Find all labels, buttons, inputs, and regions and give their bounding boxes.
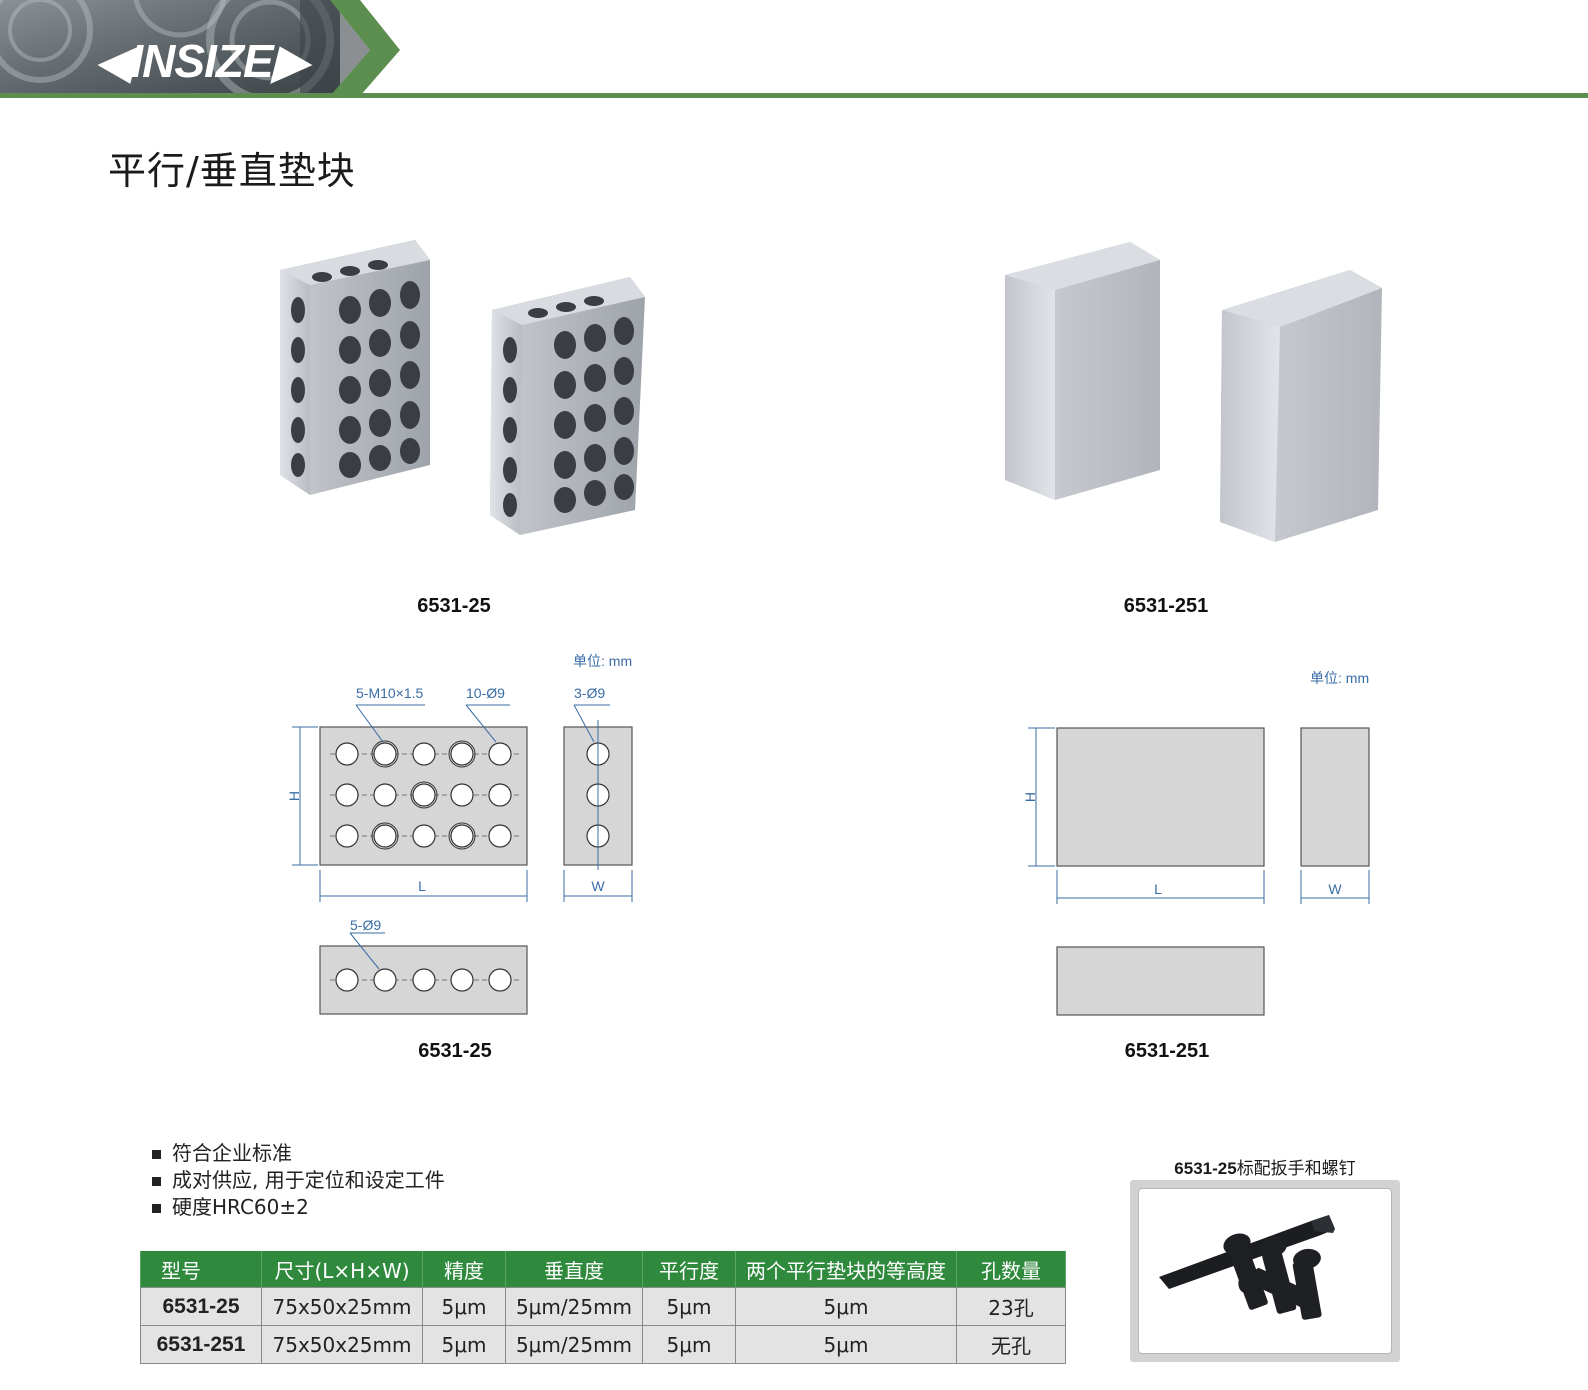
length-dimension-label: L — [418, 878, 426, 894]
cell-parallelism: 5μm — [642, 1287, 736, 1326]
cell-size: 75x50x25mm — [261, 1287, 423, 1326]
hex-key-and-screws-icon — [1159, 1215, 1335, 1320]
col-model: 型号 — [140, 1251, 262, 1288]
page-title: 平行/垂直垫块 — [108, 149, 356, 193]
cell-accuracy: 5μm — [422, 1287, 506, 1326]
drawing-caption-6531-251: 6531-251 — [1124, 1040, 1210, 1062]
cell-hole-count: 23孔 — [956, 1287, 1066, 1326]
height-dimension-label: H — [1022, 792, 1038, 802]
drawing-caption-6531-25: 6531-25 — [418, 1040, 492, 1062]
top-hole-callout: 5-Ø9 — [350, 917, 381, 933]
photo-caption-6531-251: 6531-251 — [1123, 595, 1209, 617]
col-matched-height: 两个平行垫块的等高度 — [735, 1251, 957, 1288]
product-photo-6531-251 — [990, 230, 1400, 560]
cell-model: 6531-25 — [140, 1287, 262, 1326]
cell-squareness: 5μm/25mm — [505, 1325, 643, 1364]
width-dimension-label: W — [591, 878, 605, 894]
drawing-unit-right: 单位: mm — [1310, 670, 1370, 686]
feature-item: 符合企业标准 — [150, 1140, 445, 1167]
logo-arrow-left-icon: ◀ — [96, 35, 131, 87]
side-hole-callout: 3-Ø9 — [574, 685, 605, 701]
col-parallelism: 平行度 — [642, 1251, 736, 1288]
col-squareness: 垂直度 — [505, 1251, 643, 1288]
drawing-6531-25: 5-M10×1.5 10-Ø9 3-Ø9 5-Ø9 H L W — [286, 685, 633, 1015]
header-rule — [0, 93, 1588, 98]
spec-table: 型号 尺寸(L×H×W) 精度 垂直度 平行度 两个平行垫块的等高度 孔数量 6… — [140, 1251, 1066, 1364]
accessory-caption: 6531-25标配扳手和螺钉 — [1130, 1154, 1400, 1179]
feature-item: 硬度HRC60±2 — [150, 1194, 445, 1221]
col-accuracy: 精度 — [422, 1251, 506, 1288]
col-hole-count: 孔数量 — [956, 1251, 1066, 1288]
front-hole-callout: 10-Ø9 — [466, 685, 505, 701]
length-dimension-label: L — [1154, 881, 1162, 897]
drawing-unit-left: 单位: mm — [573, 653, 633, 669]
height-dimension-label: H — [286, 791, 302, 801]
table-header-row: 型号 尺寸(L×H×W) 精度 垂直度 平行度 两个平行垫块的等高度 孔数量 — [140, 1251, 1066, 1288]
cell-squareness: 5μm/25mm — [505, 1287, 643, 1326]
table-row: 6531-25 75x50x25mm 5μm 5μm/25mm 5μm 5μm … — [140, 1287, 1066, 1326]
accessory-model: 6531-25 — [1174, 1159, 1237, 1178]
cell-matched-height: 5μm — [735, 1287, 957, 1326]
cell-matched-height: 5μm — [735, 1325, 957, 1364]
brand-banner — [0, 0, 400, 96]
photo-caption-6531-25: 6531-25 — [417, 595, 491, 617]
table-row: 6531-251 75x50x25mm 5μm 5μm/25mm 5μm 5μm… — [140, 1325, 1066, 1364]
drawing-6531-251: H L W — [1022, 727, 1370, 1016]
page-header: ◀INSIZE▶ — [0, 0, 1588, 100]
thread-callout: 5-M10×1.5 — [356, 685, 424, 701]
cell-accuracy: 5μm — [422, 1325, 506, 1364]
feature-list: 符合企业标准 成对供应, 用于定位和设定工件 硬度HRC60±2 — [150, 1140, 445, 1221]
col-size: 尺寸(L×H×W) — [261, 1251, 423, 1288]
cell-model: 6531-251 — [140, 1325, 262, 1364]
logo-arrow-right-icon: ▶ — [272, 35, 308, 87]
product-photo-6531-25 — [250, 225, 670, 555]
width-dimension-label: W — [1328, 881, 1342, 897]
cell-size: 75x50x25mm — [261, 1325, 423, 1364]
accessory-photo — [1138, 1188, 1392, 1354]
brand-logo: ◀INSIZE▶ — [96, 34, 308, 88]
brand-name: INSIZE — [130, 35, 273, 87]
accessory-description: 标配扳手和螺钉 — [1236, 1159, 1356, 1179]
cell-parallelism: 5μm — [642, 1325, 736, 1364]
cell-hole-count: 无孔 — [956, 1325, 1066, 1364]
feature-item: 成对供应, 用于定位和设定工件 — [150, 1167, 445, 1194]
